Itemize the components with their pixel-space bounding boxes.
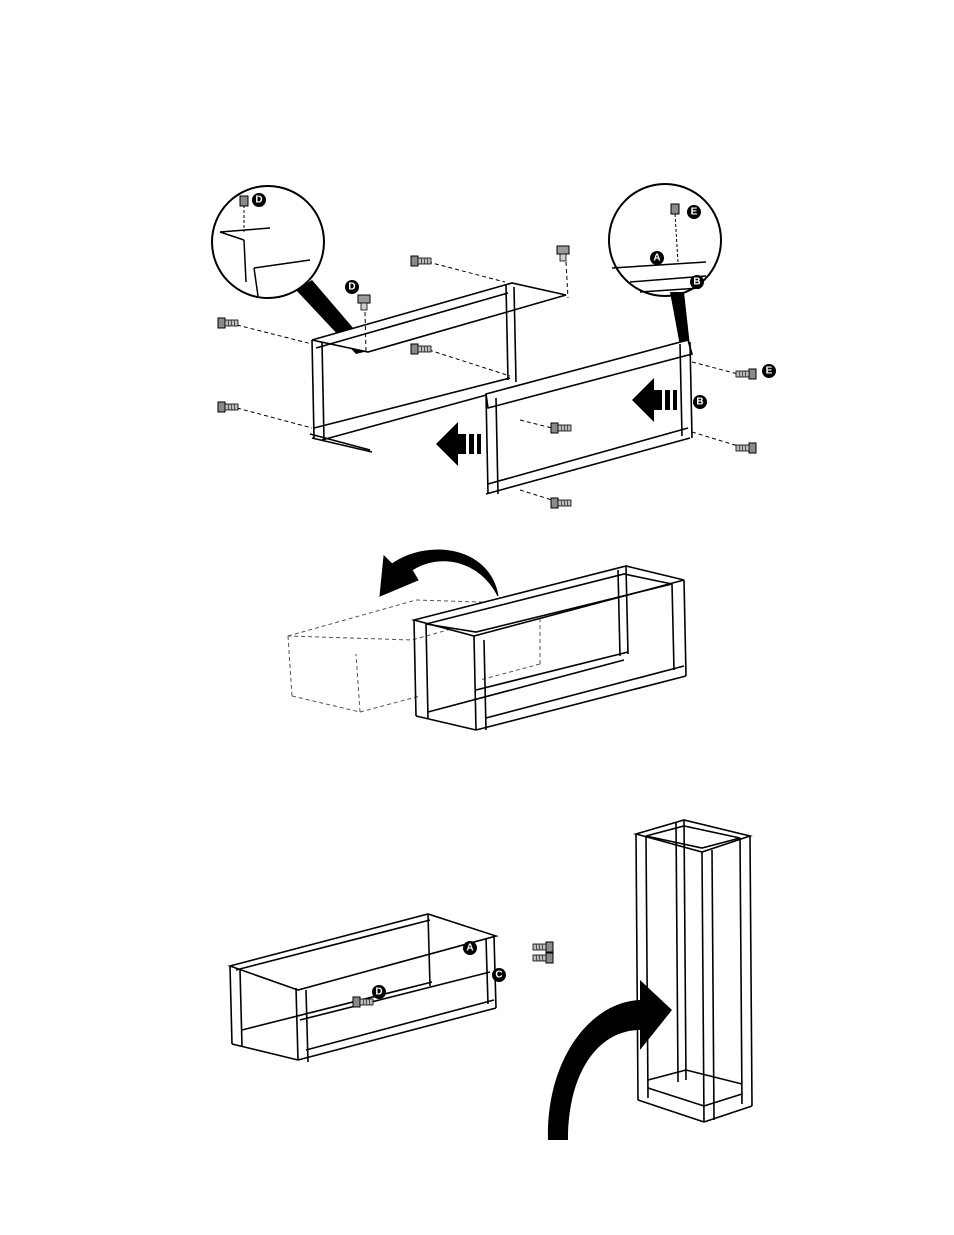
label-c: C bbox=[495, 970, 502, 981]
figure-1-frame-assembly: D E A B bbox=[212, 184, 776, 508]
callout-left-label: D bbox=[255, 195, 262, 206]
screw bbox=[353, 997, 373, 1007]
label-e: E bbox=[766, 366, 773, 377]
screw bbox=[551, 498, 571, 508]
screw bbox=[411, 256, 431, 266]
rack-frame-horizontal bbox=[414, 566, 686, 730]
screw bbox=[218, 402, 238, 412]
callout-right-label-a: A bbox=[653, 253, 660, 264]
screw bbox=[218, 318, 238, 328]
label-d: D bbox=[375, 987, 382, 998]
screw bbox=[533, 953, 553, 963]
screw bbox=[411, 344, 431, 354]
push-arrow-left bbox=[436, 422, 481, 466]
figure-3-stand-rack: A C D bbox=[230, 820, 752, 1140]
screw bbox=[551, 423, 571, 433]
figure-2-flip-frame bbox=[288, 550, 686, 730]
callout-right-label-e: E bbox=[691, 207, 698, 218]
right-half-frame bbox=[486, 340, 692, 494]
label-b: B bbox=[696, 397, 703, 408]
push-arrow-right bbox=[632, 378, 677, 422]
screw bbox=[736, 369, 756, 379]
rack-standing bbox=[636, 820, 752, 1122]
label-a: A bbox=[466, 943, 473, 954]
cage-nut bbox=[358, 295, 370, 310]
rotate-arrow bbox=[380, 550, 498, 596]
screw bbox=[533, 942, 553, 952]
callout-left-magnifier: D bbox=[212, 186, 372, 354]
cage-nut bbox=[557, 246, 569, 261]
left-half-frame bbox=[310, 283, 566, 452]
label-d: D bbox=[348, 282, 355, 293]
lift-arrow bbox=[548, 980, 672, 1140]
rack-frame-lying bbox=[230, 914, 496, 1062]
callout-right-magnifier: E A B bbox=[609, 184, 721, 346]
screw bbox=[736, 443, 756, 453]
callout-right-label-b: B bbox=[693, 277, 700, 288]
